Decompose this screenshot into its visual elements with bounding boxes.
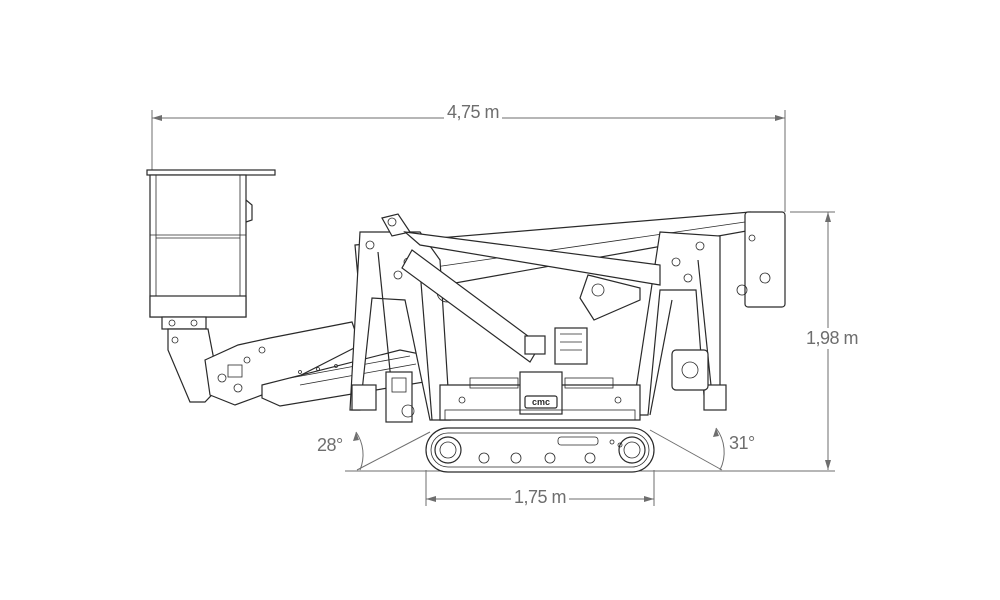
track-arrow-right [644, 496, 654, 502]
track-belt [425, 427, 655, 473]
cmc-badge-text: cmc [532, 397, 550, 407]
basket-body [149, 174, 247, 318]
track-sprocket-rear [618, 436, 646, 464]
boom-head [744, 211, 786, 308]
cmc-badge [524, 395, 558, 409]
front-angle-arc [355, 431, 364, 471]
front-angle-line [356, 431, 431, 471]
rear-angle-arc [715, 427, 725, 471]
total-length-label: 4,75 m [444, 102, 503, 123]
front-angle-arrow [353, 432, 359, 441]
upper-arm [403, 231, 661, 286]
front-angle-label: 28° [317, 435, 343, 455]
height-arrow-top [825, 212, 831, 222]
rear-angle-arrow [713, 428, 719, 437]
basket [146, 169, 276, 403]
track-arrow-left [426, 496, 436, 502]
length-arrow-right [775, 115, 785, 121]
track-length-label: 1,75 m [511, 487, 570, 508]
length-arrow-left [152, 115, 162, 121]
lift-mechanism: cmc [401, 231, 661, 421]
height-arrow-bottom [825, 460, 831, 470]
height-label: 1,98 m [803, 328, 862, 349]
left-foot [351, 384, 377, 411]
track-undercarriage [425, 427, 655, 473]
track-idler-front [434, 436, 462, 464]
rear-angle-line [649, 429, 723, 471]
basket-top-rail [146, 169, 276, 176]
right-foot [703, 384, 727, 411]
diagonal-arm [401, 249, 541, 363]
rear-angle-label: 31° [729, 433, 755, 453]
